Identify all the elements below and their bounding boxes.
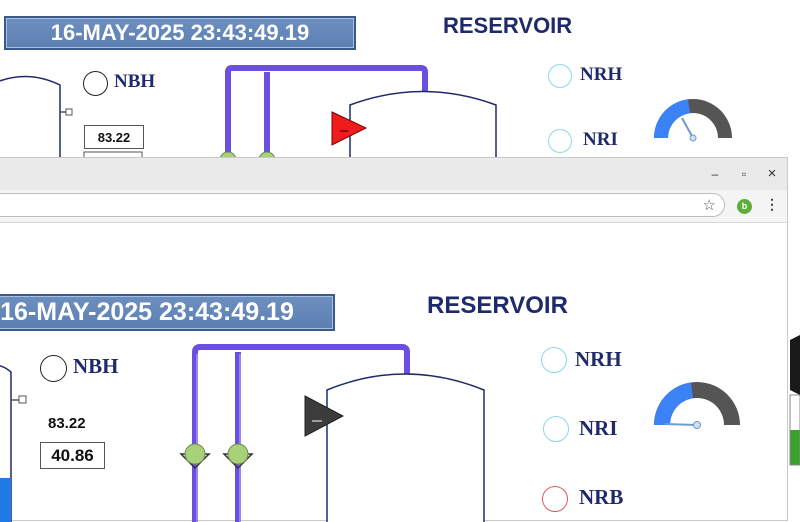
page-datetime-display: 16-MAY-2025 23:43:49.19 — [0, 294, 335, 331]
browser-window: – ▫ × ☆ b ⋮ 16-MAY-2025 23:43:49.19 RESE… — [0, 157, 789, 522]
value-box-top: 83.22 — [84, 125, 144, 149]
edge-indicator-frame — [789, 394, 800, 466]
nrh-indicator[interactable] — [548, 64, 572, 88]
nri-label: NRI — [583, 129, 618, 150]
edge-indicator-level — [790, 430, 800, 465]
edge-indicator-arrow — [790, 335, 800, 395]
page-value-box: 40.86 — [40, 442, 105, 469]
page-nrb-indicator[interactable] — [542, 486, 568, 512]
gauge-top-hub — [689, 134, 697, 142]
page-nrh-label: NRH — [575, 347, 622, 371]
gauge-needle — [664, 423, 698, 426]
page-datetime-text: 16-MAY-2025 23:43:49.19 — [0, 298, 294, 326]
value-top-text: 83.22 — [97, 129, 131, 145]
browser-toolbar: ☆ — [0, 190, 787, 223]
value-box-bottom-edge — [83, 151, 143, 160]
nbh-indicator[interactable] — [83, 71, 108, 96]
pump-red — [331, 111, 368, 146]
pipe-outer — [192, 344, 410, 522]
profile-avatar[interactable]: b — [737, 199, 752, 214]
gauge — [654, 382, 740, 429]
tank-left — [0, 75, 61, 160]
valve-left — [179, 443, 211, 470]
nbh-label: NBH — [114, 71, 156, 92]
gauge-top — [654, 99, 732, 142]
page-nbh-label: NBH — [73, 354, 119, 378]
tank-right — [349, 90, 497, 160]
valve-left-actuator — [184, 443, 206, 465]
page-value-box-text: 40.86 — [51, 445, 94, 465]
gauge-top-needle — [681, 117, 694, 139]
page-nrb-label: NRB — [579, 485, 624, 509]
page-nri-indicator[interactable] — [543, 416, 569, 442]
datetime-text: 16-MAY-2025 23:43:49.19 — [50, 20, 310, 45]
gauge-fill — [654, 382, 693, 425]
page-nbh-indicator[interactable] — [40, 355, 67, 382]
tank-left-port — [18, 395, 27, 404]
background-process-diagram — [0, 65, 732, 160]
page-reservoir-title: RESERVOIR — [427, 292, 568, 319]
star-icon[interactable]: ☆ — [702, 197, 716, 214]
close-icon[interactable]: × — [767, 165, 777, 182]
hmi-page: 16-MAY-2025 23:43:49.19 RESERVOIR NBH NR… — [0, 222, 789, 522]
page-value-top: 83.22 — [48, 415, 86, 432]
edge-indicator — [789, 335, 800, 466]
minimize-icon[interactable]: – — [711, 167, 719, 181]
tank-left-port — [65, 108, 73, 116]
reservoir-title: RESERVOIR — [443, 13, 573, 38]
gauge-top-fill — [654, 99, 690, 138]
nrh-label: NRH — [580, 64, 623, 85]
maximize-icon[interactable]: ▫ — [741, 167, 747, 181]
pipe-outer — [225, 65, 428, 160]
kebab-menu-icon[interactable]: ⋮ — [765, 196, 779, 212]
nri-indicator[interactable] — [548, 129, 572, 153]
tank-left-level — [0, 478, 11, 522]
valve-right-actuator — [227, 443, 249, 465]
gauge-hub — [693, 421, 701, 429]
page-nrh-indicator[interactable] — [541, 347, 567, 373]
page-nri-label: NRI — [579, 416, 618, 440]
window-titlebar[interactable]: – ▫ × — [0, 158, 787, 191]
process-diagram — [0, 344, 740, 522]
tank-right-body — [326, 373, 485, 522]
datetime-display: 16-MAY-2025 23:43:49.19 — [4, 16, 356, 50]
address-bar[interactable]: ☆ — [0, 193, 725, 217]
valve-right — [222, 443, 254, 470]
pump-triangle — [304, 395, 345, 437]
